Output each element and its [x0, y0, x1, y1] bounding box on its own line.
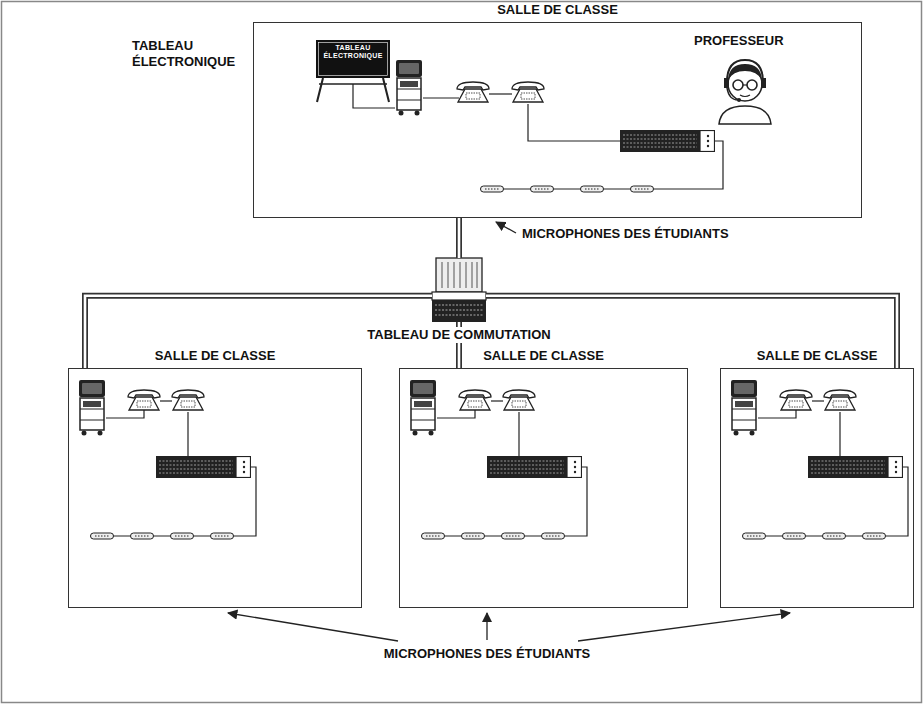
telephone: [128, 390, 160, 410]
wire: [758, 410, 796, 418]
wire: [106, 410, 144, 418]
wire: [491, 400, 503, 401]
teacher-room-equipment: [316, 40, 771, 192]
student-microphone: [422, 533, 445, 539]
tv-cart: [396, 60, 422, 116]
room-title: SALLE DE CLASSE: [483, 348, 604, 364]
terminal: [620, 130, 715, 152]
wire: [489, 93, 512, 94]
wire: [437, 410, 475, 418]
wire: [528, 104, 620, 141]
student-microphone: [131, 533, 154, 539]
wire: [812, 400, 824, 401]
telephone: [512, 82, 544, 102]
student-room-equipment: [79, 380, 256, 539]
wire: [90, 467, 256, 536]
teacher-figure: [719, 60, 771, 124]
student-microphone: [542, 533, 565, 539]
connector-line: [456, 218, 462, 258]
wire: [423, 97, 459, 98]
classroom-box: SALLE DE CLASSE: [720, 368, 914, 608]
leader-arrow: [578, 613, 790, 641]
telephone: [459, 390, 491, 410]
wire: [353, 84, 395, 108]
student-microphone: [783, 533, 806, 539]
wire: [160, 400, 172, 401]
student-room-equipment: [731, 380, 908, 539]
telephone: [780, 390, 812, 410]
board-label: TABLEAU ÉLECTRONIQUE: [132, 38, 246, 70]
room-title: SALLE DE CLASSE: [757, 348, 878, 364]
telephone: [172, 390, 204, 410]
tv-cart: [79, 380, 105, 436]
wire: [421, 467, 587, 536]
student-microphone: [481, 186, 504, 192]
switchboard-device: [432, 258, 486, 322]
telephone: [457, 82, 489, 102]
teacher-label: PROFESSEUR: [694, 33, 784, 49]
wire: [480, 141, 723, 189]
terminal: [156, 456, 251, 478]
student-microphone: [171, 533, 194, 539]
switchboard-node: TABLEAU DE COMMUTATION: [432, 258, 486, 322]
student-microphone: [581, 186, 604, 192]
tv-cart: [410, 380, 436, 436]
microphones-label: MICROPHONES DES ÉTUDIANTS: [384, 646, 591, 662]
wire: [518, 412, 519, 456]
microphones-label: MICROPHONES DES ÉTUDIANTS: [522, 226, 729, 242]
wire: [187, 412, 188, 456]
student-microphone: [531, 186, 554, 192]
student-microphone: [211, 533, 234, 539]
classroom-box: SALLE DE CLASSE: [68, 368, 362, 608]
student-microphone: [631, 186, 654, 192]
wire: [839, 412, 840, 456]
telephone: [503, 390, 535, 410]
wire: [742, 467, 908, 536]
terminal: [808, 456, 903, 478]
terminal: [487, 456, 582, 478]
room-title: SALLE DE CLASSE: [497, 2, 618, 18]
leader-arrow: [486, 613, 487, 640]
classroom-box: SALLE DE CLASSEPROFESSEUR: [253, 22, 862, 218]
student-microphone: [502, 533, 525, 539]
double-line-connector: [459, 218, 460, 258]
tv-cart: [731, 380, 757, 436]
student-microphone: [462, 533, 485, 539]
leader-arrow: [228, 613, 398, 641]
room-title: SALLE DE CLASSE: [155, 348, 276, 364]
classroom-box: SALLE DE CLASSE: [399, 368, 688, 608]
telephone: [824, 390, 856, 410]
student-microphone: [91, 533, 114, 539]
switchboard-label: TABLEAU DE COMMUTATION: [364, 327, 553, 343]
student-microphone: [743, 533, 766, 539]
connector-line-inner: [458, 218, 461, 258]
leader-arrow: [496, 222, 516, 233]
student-microphone: [823, 533, 846, 539]
student-room-equipment: [410, 380, 587, 539]
student-microphone: [863, 533, 886, 539]
board-screen-text: TABLEAU ÉLECTRONIQUE: [319, 44, 387, 60]
